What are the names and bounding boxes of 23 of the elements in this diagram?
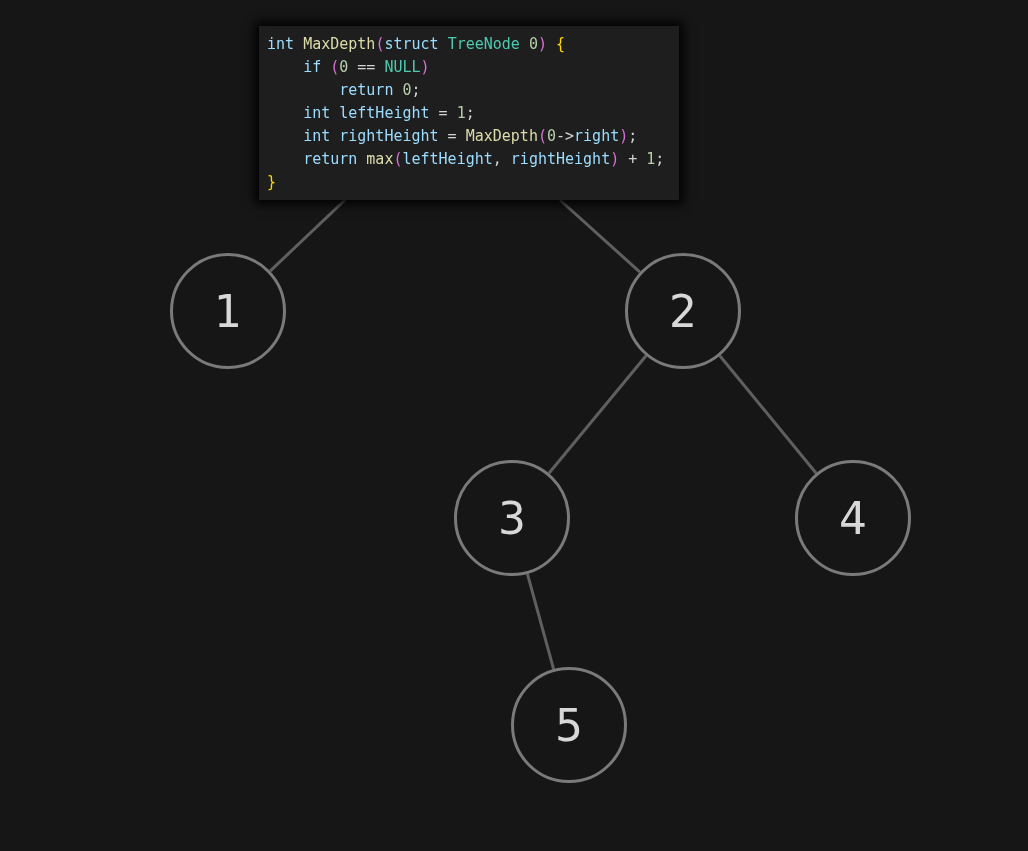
code-line: int leftHeight = 1; (302, 103, 476, 124)
tree-node-circle (170, 253, 286, 369)
tree-edge (525, 573, 556, 670)
tree-node-circle (625, 253, 741, 369)
tree-node-circle (795, 460, 911, 576)
code-block (259, 26, 679, 200)
tree-edge (559, 198, 641, 274)
code-line: int rightHeight = MaxDepth(0->right); (302, 126, 639, 147)
tree-edge (718, 354, 818, 475)
code-line: return max(leftHeight, rightHeight) + 1; (302, 149, 666, 170)
node-number: 2 (669, 285, 697, 337)
code-line: } (267, 172, 278, 193)
code-line: return 0; (338, 80, 422, 101)
node-number: 3 (498, 492, 526, 544)
code-line: int MaxDepth(struct TreeNode 0) { (267, 34, 567, 55)
node-number: 4 (839, 492, 867, 544)
node-number: 1 (214, 285, 242, 337)
node-number: 5 (555, 699, 583, 751)
tree-node-circle (454, 460, 570, 576)
tree-node-circle (511, 667, 627, 783)
tree-edge (547, 354, 648, 475)
code-line: if (0 == NULL) (302, 57, 431, 78)
tree-edge (269, 198, 347, 273)
